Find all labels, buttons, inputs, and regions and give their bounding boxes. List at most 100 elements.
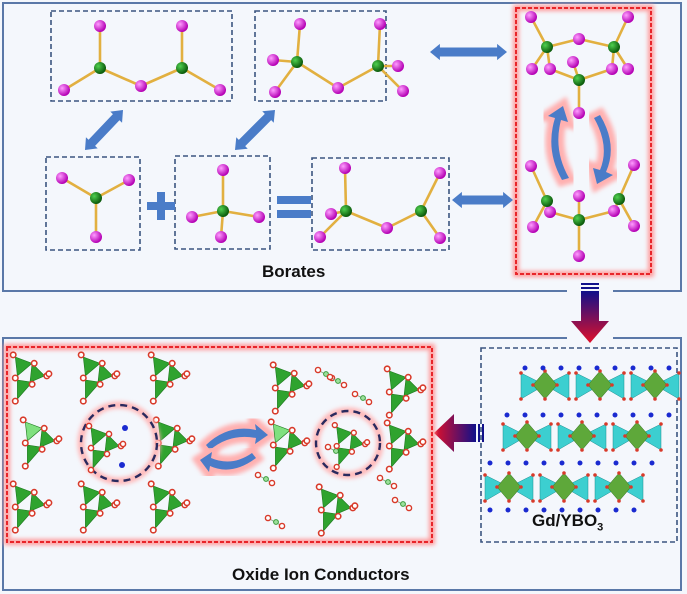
orthoborate-title: Gd/YBO3 <box>532 511 603 533</box>
oxygen-atom <box>168 359 176 367</box>
oxygen-atom <box>56 172 68 184</box>
oxygen-atom <box>574 371 578 375</box>
oxygen-atom <box>269 464 277 472</box>
vacancy-atom <box>119 462 125 468</box>
cation-atom <box>522 412 528 418</box>
oxygen-atom <box>351 390 359 398</box>
double-arrow-icon <box>85 109 124 150</box>
oxygen-atom <box>217 164 229 176</box>
oxygen-atom <box>573 33 585 45</box>
cycle-arrows-icon <box>200 452 256 472</box>
cation-atom <box>595 507 601 513</box>
oxygen-atom <box>507 499 511 503</box>
oxygen-atom <box>269 361 277 369</box>
oxygen-atom <box>531 473 535 477</box>
oxygen-atom <box>573 250 585 262</box>
tetrahedron <box>82 485 101 506</box>
tetrahedron <box>172 427 189 448</box>
oxygen-atom <box>79 397 87 405</box>
double-arrow-icon <box>430 43 507 61</box>
oxygen-atom <box>147 480 155 488</box>
tetrahedra-cluster <box>85 422 127 474</box>
oxygen-atom <box>525 160 537 172</box>
oxygen-atom <box>501 422 505 426</box>
oxygen-atom <box>543 397 547 401</box>
boron-atom <box>94 62 106 74</box>
oxygen-atom <box>315 483 323 491</box>
oxygen-atom <box>647 434 651 438</box>
tetrahedra-cluster <box>383 365 427 419</box>
oxygen-atom <box>586 473 590 477</box>
cation-atom <box>594 365 600 371</box>
boron-atom <box>335 378 341 384</box>
oxygen-atom <box>549 422 553 426</box>
bond <box>180 66 222 92</box>
oxygen-atom <box>9 351 17 359</box>
oxygen-atom <box>11 526 19 534</box>
mixed-dimer-box <box>311 157 450 251</box>
cation-atom <box>540 365 546 371</box>
oxygen-atom <box>38 445 46 453</box>
tetrahedron <box>90 427 108 447</box>
oxygen-atom <box>186 211 198 223</box>
boron-atom <box>323 371 329 377</box>
bond <box>343 166 348 213</box>
bond <box>94 178 131 200</box>
bond <box>419 171 442 213</box>
borate-fragment <box>254 471 276 487</box>
ring-structures-highlight <box>515 7 652 275</box>
cation-atom <box>558 365 564 371</box>
cation-atom <box>630 412 636 418</box>
oxygen-atom <box>527 221 539 233</box>
tetrahedral-dimer-box <box>254 10 387 102</box>
oxygen-atom <box>402 448 410 456</box>
oxygen-atom <box>21 462 29 470</box>
oxygen-atom <box>85 422 93 430</box>
bond <box>60 176 98 200</box>
oxygen-atom <box>390 482 398 490</box>
oxygen-atom <box>513 434 517 438</box>
oxygen-atom <box>317 506 325 514</box>
oxygen-atom <box>562 471 566 475</box>
oxygen-atom <box>383 419 391 427</box>
tetrahedra-cluster <box>9 480 53 534</box>
borates-panel <box>2 2 682 292</box>
cycle-arrows-icon <box>206 424 268 450</box>
tetrahedron <box>160 444 176 465</box>
oxygen-atom <box>385 442 393 450</box>
oxygen-atom <box>659 422 663 426</box>
tetrahedron <box>29 362 46 383</box>
oxygen-atom <box>166 380 174 388</box>
boron-atom <box>541 41 553 53</box>
oxygen-atom <box>135 80 147 92</box>
oxygen-atom <box>269 86 281 98</box>
plus-icon <box>147 192 175 220</box>
cation-atom <box>648 365 654 371</box>
cation-atom <box>612 365 618 371</box>
conductor-highlight <box>6 346 433 543</box>
oxygen-atom <box>324 443 332 451</box>
tetrahedron <box>14 485 33 506</box>
cation-atom <box>649 460 655 466</box>
oxygen-atom <box>268 479 276 487</box>
boron-atom <box>273 519 279 525</box>
oxygen-atom <box>339 162 351 174</box>
cation-atom <box>487 507 493 513</box>
oxygen-atom <box>123 174 135 186</box>
oxygen-atom <box>537 434 541 438</box>
tetrahedron <box>349 432 364 451</box>
oxygen-atom <box>147 351 155 359</box>
cation-atom <box>612 412 618 418</box>
tetrahedron <box>391 447 407 468</box>
oxygen-atom <box>103 450 111 458</box>
oxygen-atom <box>336 491 344 499</box>
oxygen-atom <box>593 499 597 503</box>
bond <box>376 22 382 68</box>
oxygen-atom <box>348 448 356 455</box>
boron-atom <box>340 205 352 217</box>
oxygen-atom <box>629 397 633 401</box>
oxygen-atom <box>113 499 121 507</box>
oxygen-atom <box>641 383 645 387</box>
cation-atom <box>631 460 637 466</box>
